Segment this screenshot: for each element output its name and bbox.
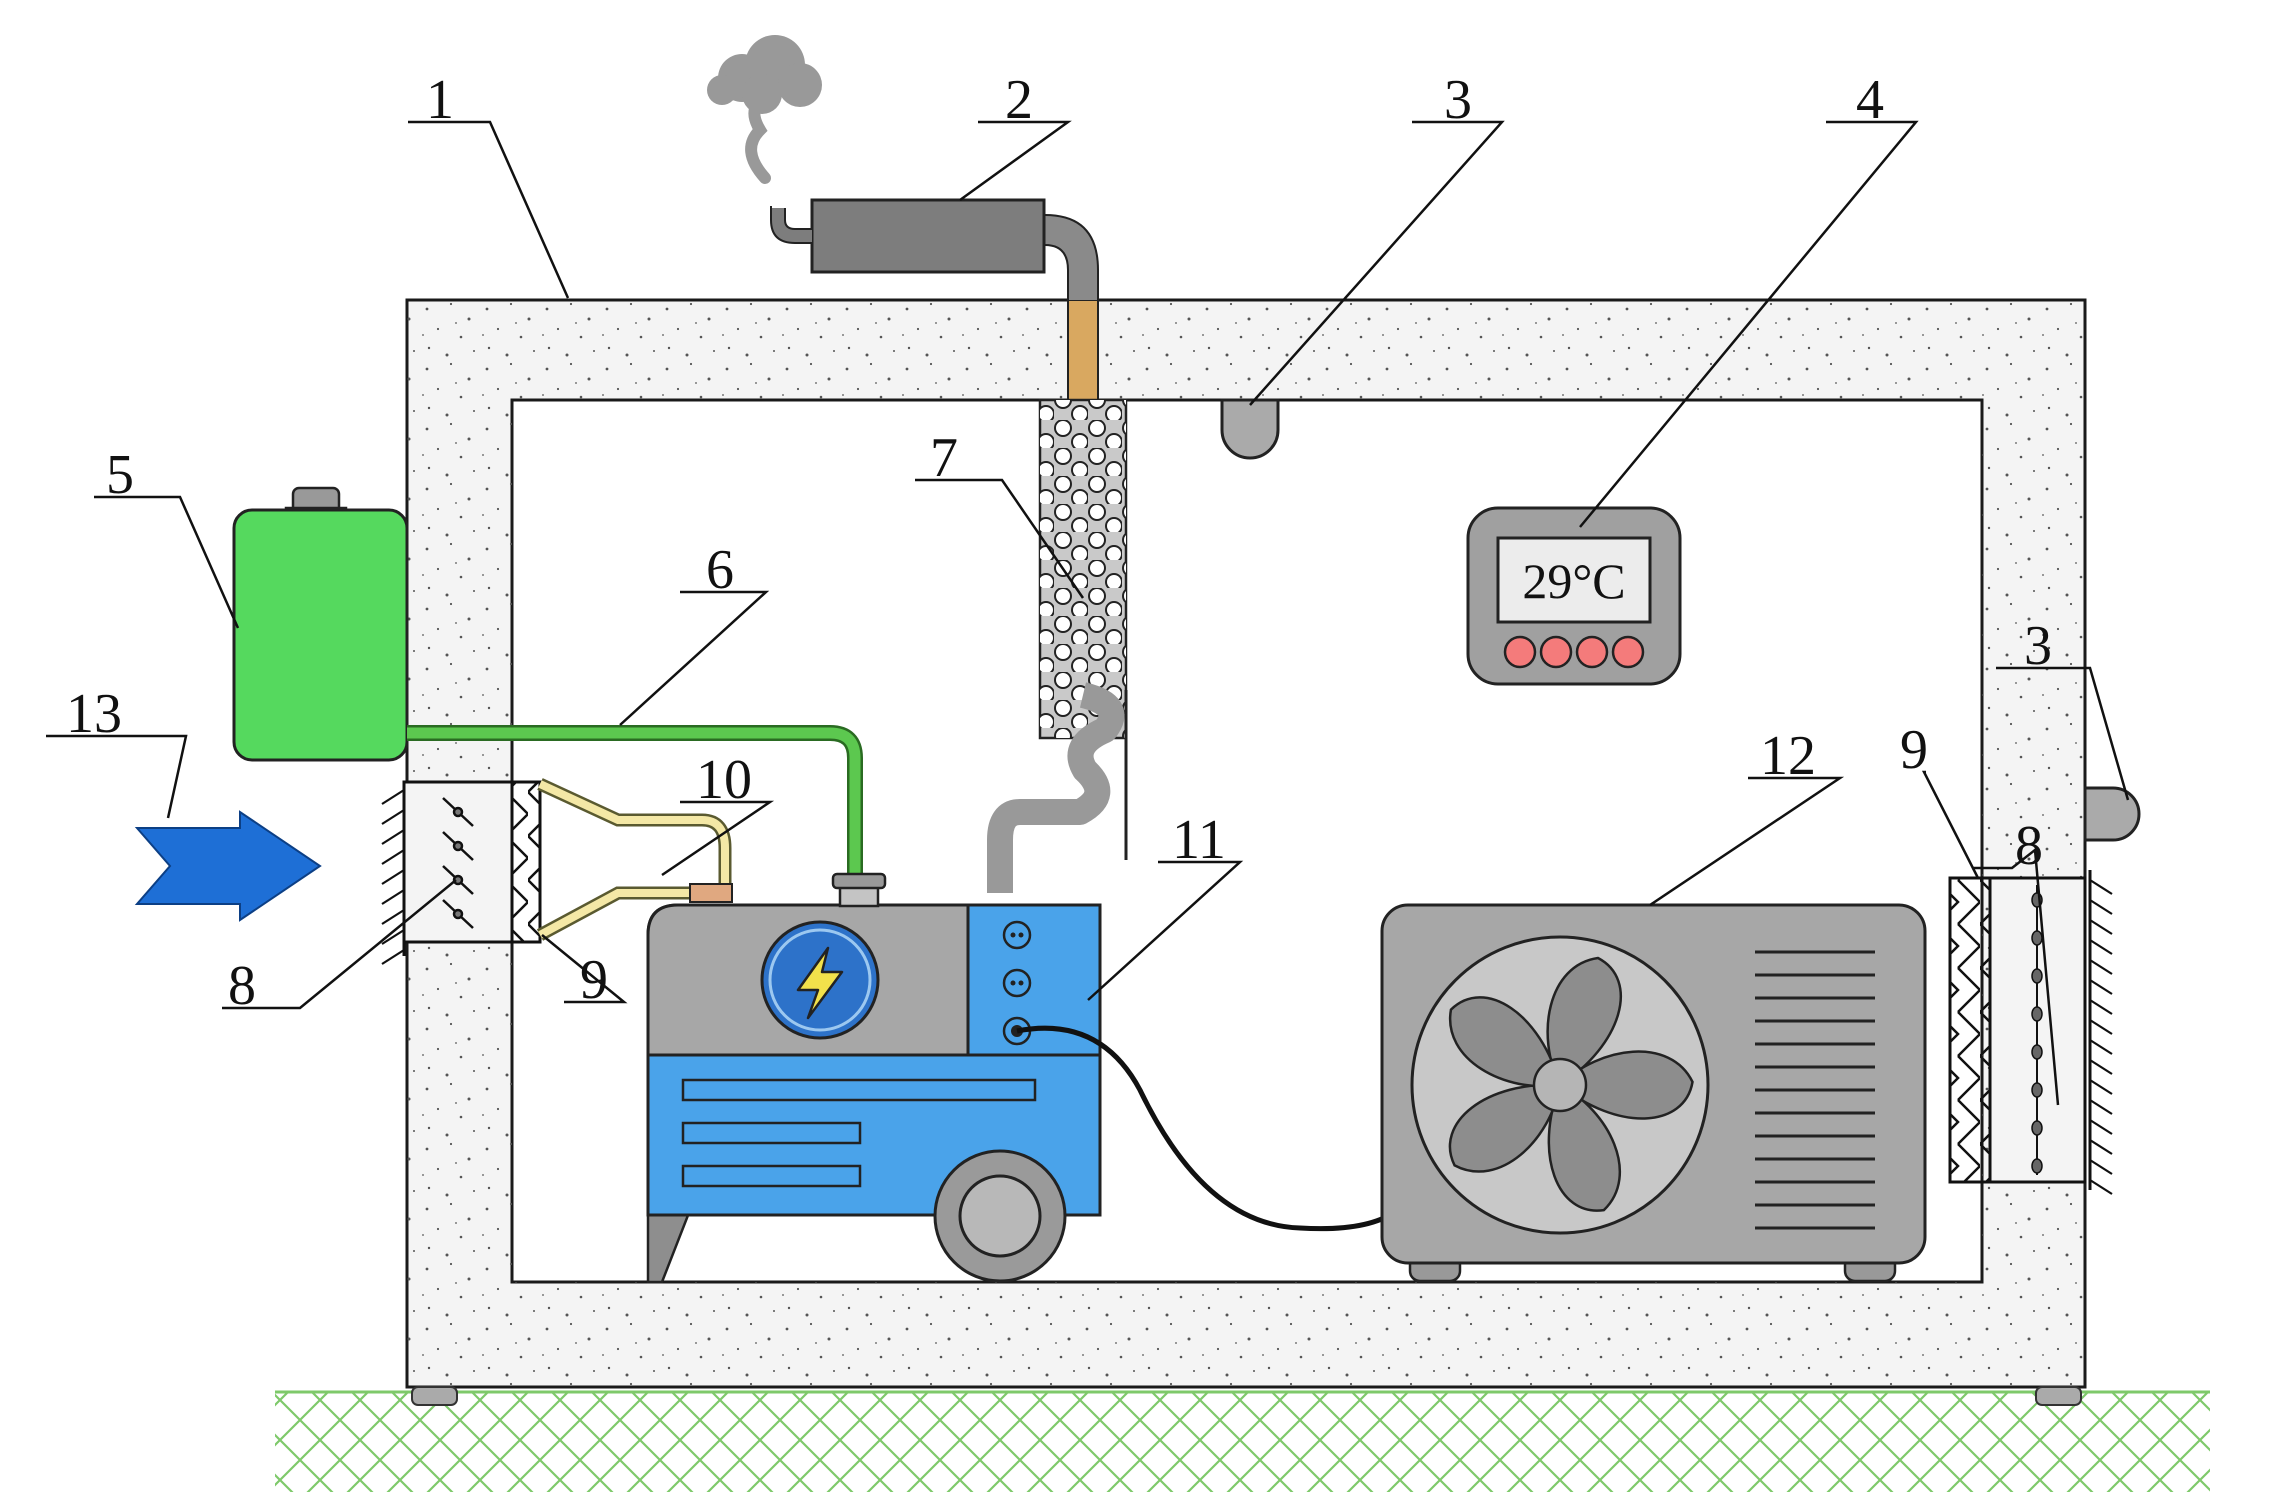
fan-icon (1410, 935, 1710, 1235)
generator-vent-slot-3 (681, 1164, 862, 1188)
airflow-arrow (134, 810, 322, 922)
fan-blade (1558, 1050, 1694, 1120)
thermostat-button (1611, 635, 1645, 669)
air-inlet-louvre (381, 780, 514, 965)
thermostat-screen (1496, 536, 1652, 624)
thermostat-button (1539, 635, 1573, 669)
thermostat: 29°C (1466, 506, 1682, 686)
generator-socket-top (1002, 920, 1032, 950)
callout-12-condenser: 12 (1760, 725, 1816, 787)
enclosure-walls (405, 298, 2087, 1406)
thermostat-buttons (1503, 635, 1645, 669)
callout-13-airflow: 13 (66, 683, 122, 745)
fan-blade (1448, 1083, 1562, 1173)
thermostat-button (1503, 635, 1537, 669)
generator-vent-slot-2 (681, 1121, 862, 1145)
callout-5-fuel-tank: 5 (106, 444, 134, 506)
thermostat-button (1575, 635, 1609, 669)
enclosure-foot-left (411, 1386, 458, 1406)
callout-3-exterior-sensor: 3 (2024, 615, 2052, 677)
air-outlet-louvre (1988, 870, 2113, 1195)
condenser-grille (1755, 950, 1875, 1230)
enclosure-foot-right (2035, 1386, 2082, 1406)
ceiling-sensor (1220, 398, 1280, 460)
callout-7-heat-exchanger: 7 (930, 427, 958, 489)
air-inlet-filter (510, 780, 542, 944)
leader-lines (46, 120, 2130, 1106)
fan-blade (1547, 1083, 1622, 1212)
generator-fuel-cap (831, 872, 887, 908)
air-outlet-filter (1948, 876, 1992, 1184)
heat-exchanger-tube (1038, 398, 1128, 740)
callout-3-ceiling-sensor: 3 (1444, 69, 1472, 131)
callout-11-generator: 11 (1172, 809, 1226, 871)
fan-blade (1546, 956, 1623, 1087)
callout-10-intake-duct: 10 (696, 749, 752, 811)
exhaust-heat-pipe (1067, 299, 1099, 401)
generator-socket-middle (1002, 968, 1032, 998)
callout-2-muffler: 2 (1005, 69, 1033, 131)
exterior-sensor (2083, 786, 2141, 842)
smoke-icon (707, 35, 822, 184)
generator (646, 872, 1102, 1284)
generator-wheel (933, 1149, 1067, 1283)
callout-4-thermostat: 4 (1856, 69, 1884, 131)
exhaust-muffler (770, 198, 1046, 274)
callout-8-inlet-louvre: 8 (228, 955, 256, 1017)
power-cable (1016, 1025, 1397, 1232)
callout-9-outlet-filter: 9 (1900, 719, 1928, 781)
ground-grass (275, 1392, 2210, 1492)
exhaust-return-hose (987, 682, 1125, 893)
callout-1-enclosure: 1 (426, 69, 454, 131)
callout-6-fuel-line: 6 (706, 539, 734, 601)
generator-front-leg (646, 1203, 694, 1284)
fuel-tank (232, 486, 409, 762)
lightning-bolt-icon (760, 920, 880, 1040)
callout-9-inlet-filter: 9 (580, 949, 608, 1011)
fan-blade (1448, 996, 1562, 1088)
intake-duct (536, 778, 733, 941)
callout-8-outlet-louvre: 8 (2015, 815, 2043, 877)
exhaust-pipe-bend (1030, 215, 1098, 300)
thermostat-display: 29°C (1522, 553, 1625, 609)
condenser-unit (1380, 903, 1927, 1283)
generator-vent-slot-1 (681, 1078, 1037, 1102)
